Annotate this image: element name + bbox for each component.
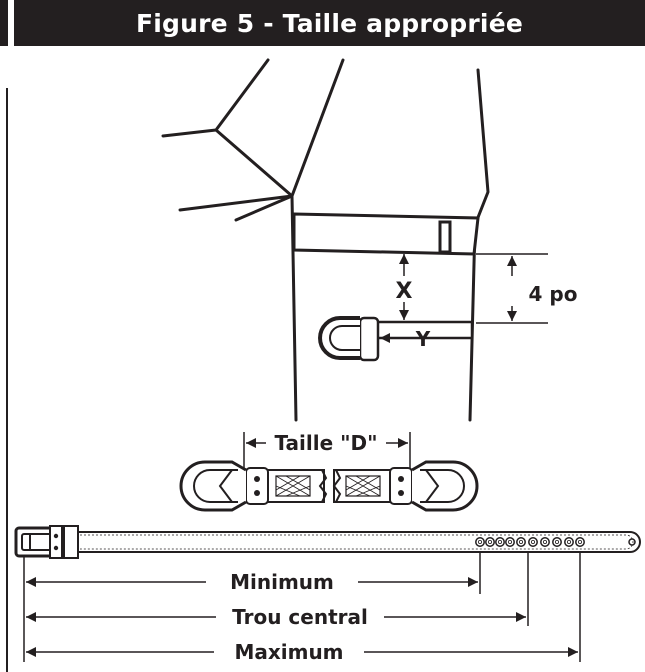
left-rule-line: [6, 88, 8, 672]
torso-left-edge: [161, 58, 298, 422]
grommet-hole: [495, 537, 505, 547]
grommet-hole: [540, 537, 550, 547]
grommet-hole: [475, 537, 485, 547]
y-dimension-label: Y: [415, 327, 431, 351]
belt-dimension-lines: [23, 552, 581, 662]
grommet-inner-ring: [497, 540, 502, 545]
maximum-label: Maximum: [234, 640, 343, 664]
grommet-hole: [516, 537, 526, 547]
grommet-inner-ring: [507, 540, 512, 545]
grommet-hole: [564, 537, 574, 547]
grommet-inner-ring: [555, 540, 560, 545]
side-d-ring: [318, 316, 474, 362]
grommet-hole: [575, 537, 585, 547]
body-belt: [292, 212, 480, 256]
arm-outline: [178, 58, 345, 222]
four-inch-label: 4 po: [529, 282, 578, 306]
grommet-hole: [528, 537, 538, 547]
d-ring-extender: [179, 460, 479, 512]
left-margin-rule: [0, 0, 9, 672]
grommet-inner-ring: [519, 540, 524, 545]
adjustable-belt: [14, 525, 641, 559]
grommet-inner-ring: [578, 540, 583, 545]
grommet-inner-ring: [543, 540, 548, 545]
grommet-inner-ring: [477, 540, 482, 545]
grommet-hole: [552, 537, 562, 547]
grommet-hole: [505, 537, 515, 547]
figure-title-bar: Figure 5 - Taille appropriée: [14, 0, 645, 46]
d-size-label: Taille "D": [274, 431, 377, 455]
x-dimension-label: X: [396, 279, 413, 304]
figure-title: Figure 5 - Taille appropriée: [135, 8, 524, 38]
left-rule-top-block: [0, 0, 8, 46]
minimum-label: Minimum: [230, 570, 334, 594]
grommet-inner-ring: [567, 540, 572, 545]
belt-grommets: [475, 537, 585, 547]
grommet-hole: [485, 537, 495, 547]
grommet-inner-ring: [531, 540, 536, 545]
center-hole-label: Trou central: [232, 605, 368, 629]
dimension-guides: [380, 253, 548, 343]
grommet-inner-ring: [487, 540, 492, 545]
